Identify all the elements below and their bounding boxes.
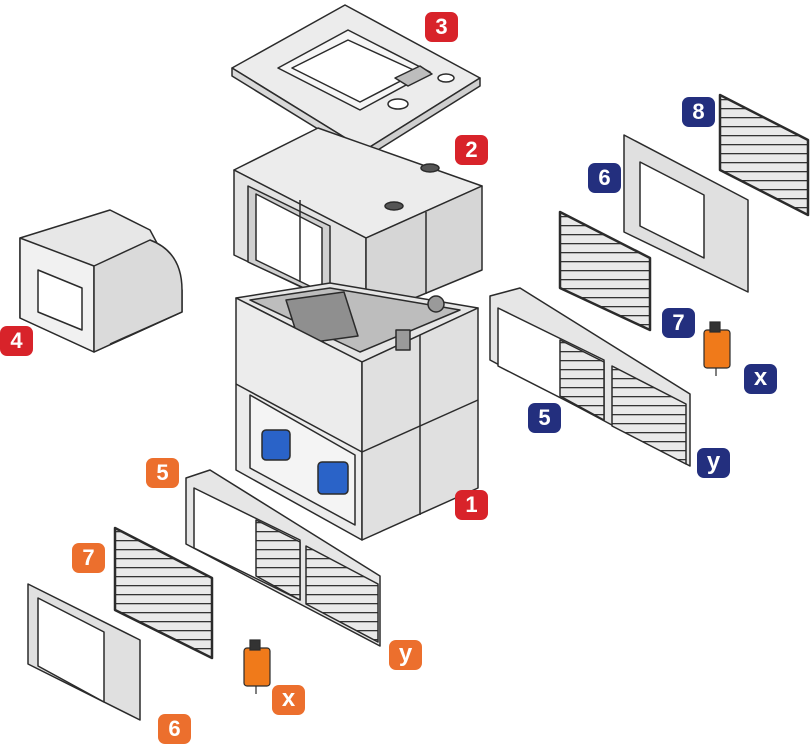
damper-part-blue (558, 210, 652, 332)
frame-part-blue (623, 134, 749, 293)
callout-badge-x-orange[interactable]: x (272, 685, 305, 715)
callout-badge-5-orange[interactable]: 5 (146, 458, 179, 488)
callout-badge-5-blue[interactable]: 5 (528, 403, 561, 433)
callout-badge-3[interactable]: 3 (425, 12, 458, 42)
callout-badge-7-blue[interactable]: 7 (662, 308, 695, 338)
callout-badge-6-orange[interactable]: 6 (158, 714, 191, 744)
frame-part-orange (27, 583, 141, 721)
actuator-part-blue (703, 321, 731, 376)
callout-badge-8[interactable]: 8 (682, 97, 715, 127)
damper-part-orange (113, 526, 214, 660)
callout-badge-2[interactable]: 2 (455, 135, 488, 165)
callout-badge-x-blue[interactable]: x (744, 364, 777, 394)
callout-badge-1[interactable]: 1 (455, 490, 488, 520)
mixing-box-part-blue (489, 287, 691, 467)
actuator-part-orange (243, 639, 271, 694)
callout-badge-y-orange[interactable]: y (389, 640, 422, 670)
mixing-box-part-orange (185, 469, 381, 647)
upper-module-part (233, 127, 483, 319)
callout-badge-6-blue[interactable]: 6 (588, 163, 621, 193)
callout-badge-y-blue[interactable]: y (697, 448, 730, 478)
unit-body-part (235, 282, 479, 541)
roof-cap-part (231, 4, 481, 159)
side-hood-part (19, 209, 183, 353)
grille-part (718, 93, 810, 217)
callout-badge-4[interactable]: 4 (0, 326, 33, 356)
callout-badge-7-orange[interactable]: 7 (72, 543, 105, 573)
